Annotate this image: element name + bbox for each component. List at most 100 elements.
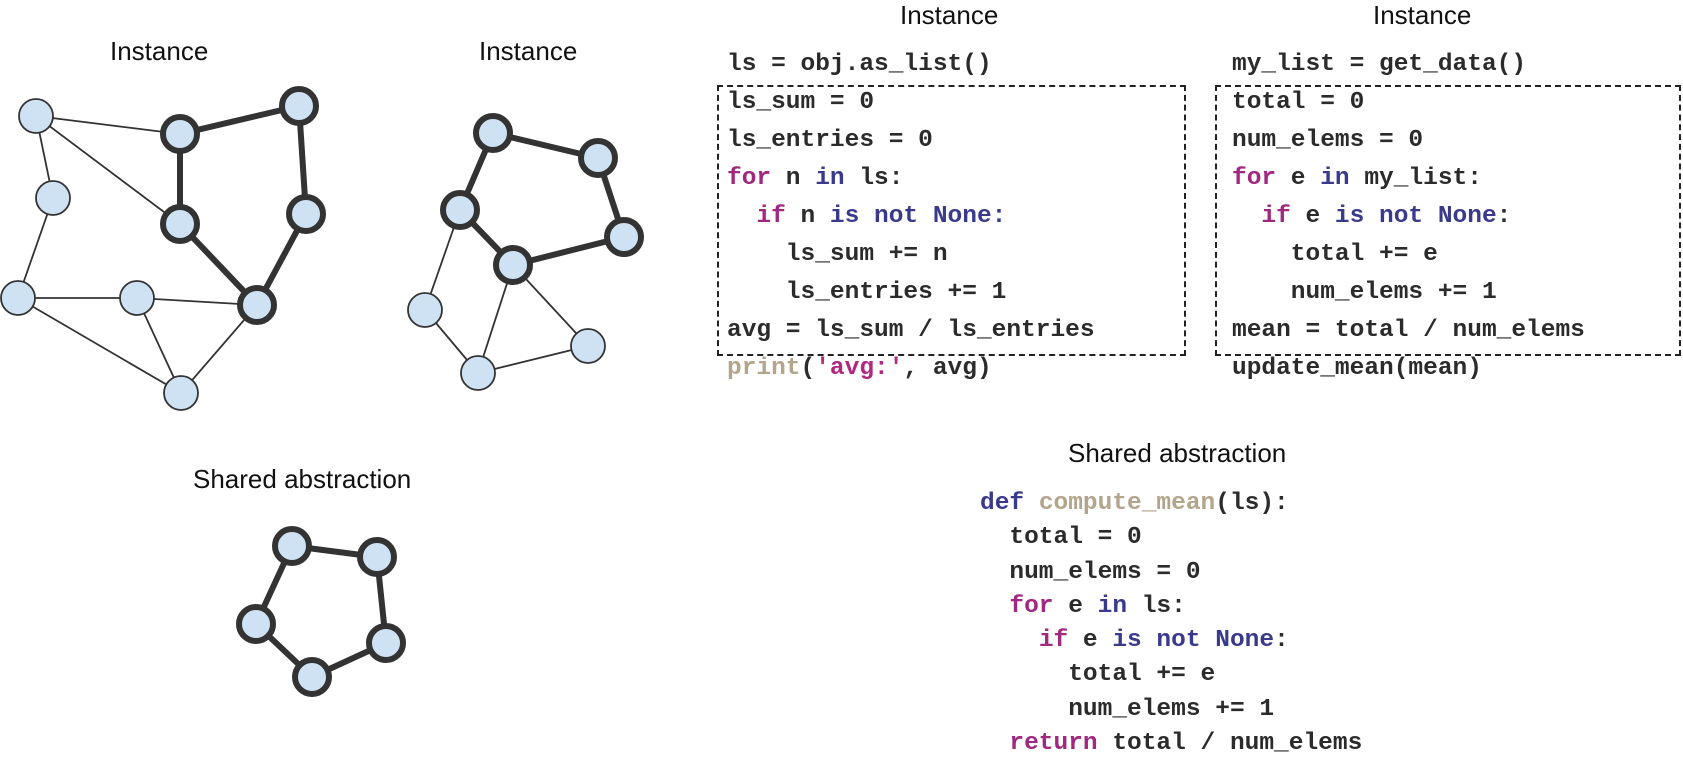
graph-node bbox=[0, 280, 36, 316]
code-line: return total / num_elems bbox=[980, 727, 1362, 761]
code-token: return bbox=[1009, 730, 1098, 758]
code-token: ls: bbox=[1127, 592, 1186, 620]
code-token: ls: bbox=[844, 165, 904, 192]
code-line: num_elems = 0 bbox=[1232, 122, 1585, 160]
graph-edge bbox=[17, 297, 182, 394]
code-line: update_mean(mean) bbox=[1232, 350, 1585, 388]
code-token: ls_sum += n bbox=[727, 241, 948, 268]
graph-node-highlighted bbox=[357, 537, 397, 577]
code-token: ls_entries += 1 bbox=[727, 279, 1007, 306]
code-line: ls_entries += 1 bbox=[727, 274, 1095, 312]
code-token: in bbox=[1097, 592, 1128, 620]
code-instance-2: my_list = get_data()total = 0 num_elems =… bbox=[1232, 46, 1585, 388]
code-line: for e in ls: bbox=[980, 590, 1362, 624]
code-token: mean = total / num_elems bbox=[1232, 317, 1585, 344]
graph-instance-1 bbox=[0, 86, 326, 411]
graph-instance-2 bbox=[407, 113, 644, 391]
code-token bbox=[727, 203, 756, 230]
code-line: total = 0 bbox=[1232, 84, 1585, 122]
code-token: avg = ls_sum / ls_entries bbox=[727, 317, 1095, 344]
graph-node-highlighted bbox=[272, 526, 312, 566]
graph-instance-1-title: Instance bbox=[110, 36, 209, 66]
code-line: for n in ls: bbox=[727, 160, 1095, 198]
code-shared-abstraction-title: Shared abstraction bbox=[1068, 438, 1287, 468]
code-token: in bbox=[815, 165, 845, 192]
code-token: , avg) bbox=[903, 355, 992, 382]
code-token: ls = obj.as_list() bbox=[727, 51, 992, 78]
graph-node-highlighted bbox=[440, 190, 480, 230]
code-token: compute_mean bbox=[1038, 490, 1216, 517]
code-token: total = 0 bbox=[1232, 89, 1365, 116]
graph-node bbox=[119, 280, 155, 316]
code-line: total += e bbox=[980, 658, 1362, 692]
code-token: e bbox=[1276, 165, 1321, 192]
code-token: num_elems = 0 bbox=[1232, 127, 1424, 154]
graph-node bbox=[18, 98, 54, 134]
code-line: my_list = get_data() bbox=[1232, 46, 1585, 84]
code-line: print('avg:', avg) bbox=[727, 350, 1095, 388]
graph-node-highlighted bbox=[473, 113, 513, 153]
graph-instance-2-title: Instance bbox=[479, 36, 578, 66]
code-instance-2-title: Instance bbox=[1373, 0, 1472, 30]
code-line: total = 0 bbox=[980, 521, 1362, 555]
code-token: for bbox=[727, 165, 772, 192]
graph-edge bbox=[477, 345, 589, 374]
code-token: is not None: bbox=[829, 203, 1007, 230]
graph-edge-highlighted bbox=[179, 103, 300, 137]
code-token bbox=[1232, 203, 1261, 230]
code-token: if bbox=[756, 203, 786, 230]
code-token: my_list: bbox=[1349, 165, 1482, 192]
code-token: num_elems += 1 bbox=[980, 695, 1275, 723]
code-line: ls_entries = 0 bbox=[727, 122, 1095, 160]
code-token: for bbox=[1232, 165, 1277, 192]
code-token: total / num_elems bbox=[1097, 730, 1363, 758]
highlight-box-instance-2 bbox=[1215, 85, 1681, 356]
graph-node-highlighted bbox=[236, 604, 276, 644]
graph-node-highlighted bbox=[160, 114, 200, 154]
code-line: num_elems += 1 bbox=[1232, 274, 1585, 312]
code-line: total += e bbox=[1232, 236, 1585, 274]
code-token: num_elems = 0 bbox=[980, 558, 1201, 586]
code-token: def bbox=[980, 490, 1025, 517]
code-line: mean = total / num_elems bbox=[1232, 312, 1585, 350]
graph-node-highlighted bbox=[279, 86, 319, 126]
graph-shared-abstraction-title: Shared abstraction bbox=[193, 464, 412, 494]
code-token: if bbox=[1038, 627, 1069, 655]
graph-shared-abstraction bbox=[236, 526, 406, 697]
code-line: avg = ls_sum / ls_entries bbox=[727, 312, 1095, 350]
code-line: for e in my_list: bbox=[1232, 160, 1585, 198]
code-token: for bbox=[1009, 592, 1054, 620]
code-token: e bbox=[1290, 203, 1335, 230]
graph-node-highlighted bbox=[237, 285, 277, 325]
code-instance-1-title: Instance bbox=[900, 0, 999, 30]
code-token: is not None bbox=[1112, 627, 1275, 655]
code-line: if e is not None: bbox=[980, 624, 1362, 658]
code-token: is not None bbox=[1334, 203, 1497, 230]
code-line: ls = obj.as_list() bbox=[727, 46, 1095, 84]
graph-node-highlighted bbox=[160, 204, 200, 244]
code-token: my_list = get_data() bbox=[1232, 51, 1527, 78]
graph-node bbox=[35, 180, 71, 216]
graph-edge bbox=[35, 115, 181, 135]
code-token: update_mean(mean) bbox=[1232, 355, 1482, 382]
code-shared-abstraction: def compute_mean(ls): total = 0 num_elem… bbox=[980, 487, 1362, 761]
code-token: n bbox=[785, 203, 830, 230]
graph-node bbox=[570, 328, 606, 364]
graph-node bbox=[460, 355, 496, 391]
code-token: : bbox=[1496, 203, 1512, 230]
code-token: 'avg:' bbox=[815, 355, 904, 382]
code-token: total += e bbox=[1232, 241, 1438, 268]
graph-node bbox=[163, 375, 199, 411]
code-line: if n is not None: bbox=[727, 198, 1095, 236]
highlight-box-instance-1 bbox=[717, 85, 1186, 356]
code-token bbox=[980, 593, 1009, 620]
code-token bbox=[980, 627, 1039, 654]
code-token: : bbox=[1274, 627, 1289, 655]
code-token bbox=[1024, 490, 1039, 517]
graph-node-highlighted bbox=[292, 657, 332, 697]
code-token: e bbox=[1053, 592, 1098, 620]
code-token: total = 0 bbox=[980, 524, 1142, 552]
code-line: ls_sum = 0 bbox=[727, 84, 1095, 122]
